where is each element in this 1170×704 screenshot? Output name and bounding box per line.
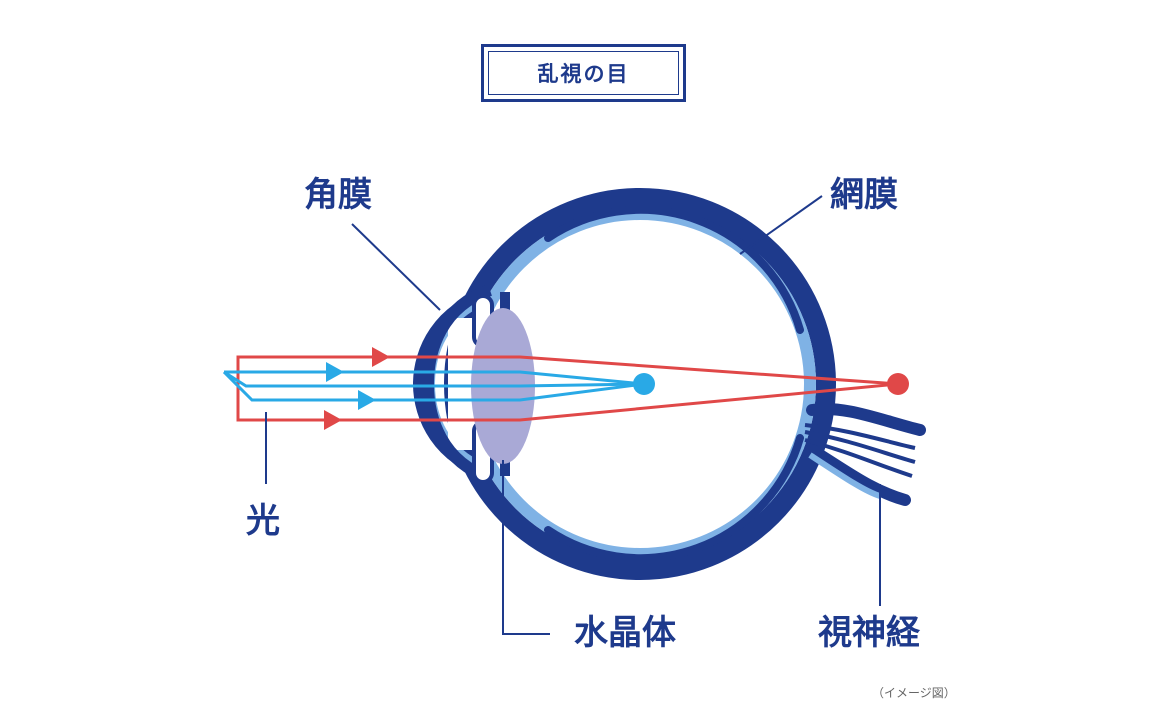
cornea-label: 角膜 bbox=[304, 178, 372, 212]
light-label: 光 bbox=[246, 504, 280, 538]
red-focal-point bbox=[887, 373, 909, 395]
lens-label: 水晶体 bbox=[574, 616, 676, 650]
retina-label: 網膜 bbox=[830, 178, 898, 212]
blue-arrow-1 bbox=[326, 362, 344, 382]
blue-focal-point bbox=[633, 373, 655, 395]
red-arrow-bottom bbox=[324, 410, 342, 430]
red-arrow-top bbox=[372, 347, 390, 367]
optic-nerve-label: 視神経 bbox=[818, 616, 920, 650]
red-ray-bottom bbox=[238, 384, 898, 420]
blue-arrow-2 bbox=[358, 390, 376, 410]
image-note: （イメージ図） bbox=[872, 684, 956, 701]
cornea-leader bbox=[352, 224, 440, 310]
